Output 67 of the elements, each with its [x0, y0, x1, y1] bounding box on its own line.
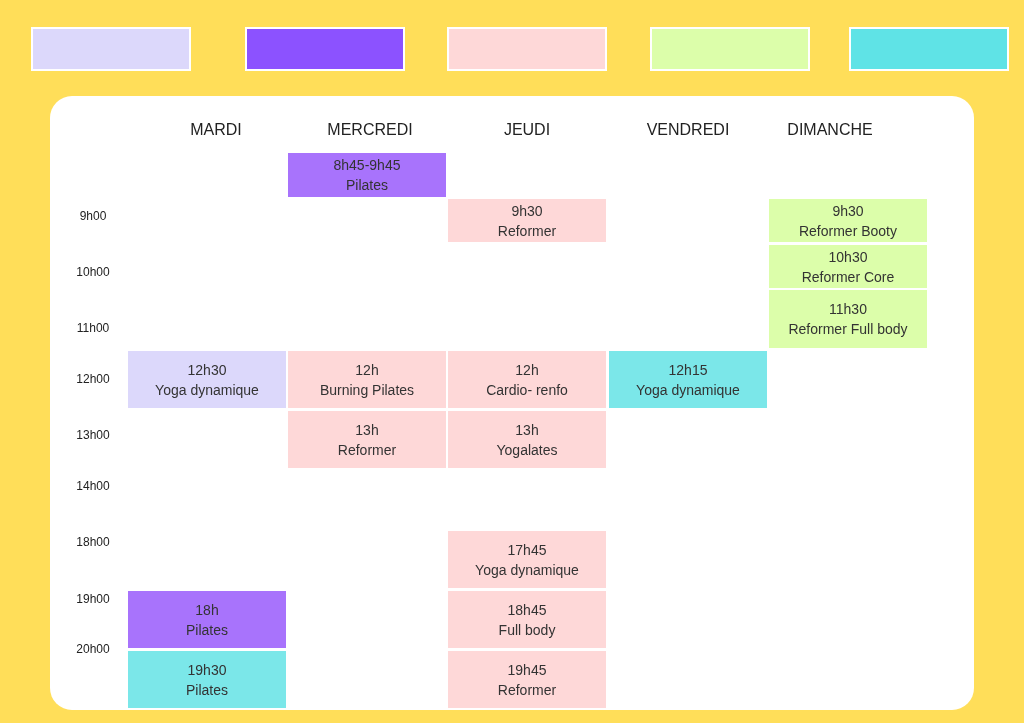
time-label: 13h00 — [76, 428, 110, 442]
class-time: 12h30 — [187, 360, 227, 380]
class-block — [448, 199, 606, 242]
class-name: Yogalates — [496, 440, 558, 460]
class-time: 13h — [355, 420, 379, 440]
class-name: Pilates — [186, 620, 228, 640]
time-label: 9h00 — [79, 209, 107, 223]
class-block — [448, 351, 606, 408]
time-label: 12h00 — [76, 372, 110, 386]
class-block — [288, 351, 446, 408]
class-name: Yoga dynamique — [475, 560, 579, 580]
class-time: 11h30 — [829, 300, 867, 319]
class-name: Yoga dynamique — [155, 380, 259, 400]
studio-swatch — [447, 27, 607, 71]
class-name: Yoga dynamique — [636, 380, 740, 400]
class-name: Reformer Booty — [798, 221, 897, 241]
day-header: JEUDI — [503, 121, 551, 139]
class-name: Reformer Full body — [788, 320, 908, 339]
class-name: Pilates — [186, 680, 228, 700]
class-time: 10h30 — [828, 247, 868, 267]
class-name: Reformer — [337, 440, 397, 460]
day-header: MERCREDI — [327, 121, 413, 139]
class-name: Reformer Core — [801, 267, 895, 287]
class-name: Pilates — [346, 176, 388, 195]
class-block — [769, 199, 927, 242]
time-label: 10h00 — [76, 265, 110, 279]
class-time: 8h45-9h45 — [333, 156, 401, 175]
class-time: 19h30 — [187, 660, 227, 680]
class-time: 19h45 — [507, 660, 547, 680]
class-name: Reformer — [497, 221, 557, 241]
class-block — [448, 411, 606, 468]
studio-swatch — [849, 27, 1009, 71]
class-time: 13h — [515, 420, 539, 440]
class-time: 12h — [355, 360, 379, 380]
class-block — [448, 591, 606, 648]
time-label: 18h00 — [76, 535, 110, 549]
class-block — [128, 591, 286, 648]
time-label: 14h00 — [76, 479, 110, 493]
class-block — [769, 245, 927, 288]
class-block — [288, 153, 446, 197]
studio-swatch — [650, 27, 810, 71]
class-time: 12h15 — [668, 360, 708, 380]
time-label: 20h00 — [76, 642, 110, 656]
class-name: Burning Pilates — [319, 380, 415, 400]
class-time: 17h45 — [507, 540, 547, 560]
class-time: 18h45 — [507, 600, 547, 620]
class-name: Cardio- renfo — [486, 380, 568, 400]
class-block — [128, 651, 286, 708]
class-time: 12h — [515, 360, 539, 380]
class-block — [288, 411, 446, 468]
time-label: 11h00 — [76, 321, 110, 335]
day-header: MARDI — [190, 121, 242, 139]
class-name: Full body — [498, 620, 556, 640]
day-header: VENDREDI — [646, 121, 730, 139]
class-time: 9h30 — [832, 201, 864, 221]
studio-swatch — [31, 27, 191, 71]
class-time: 18h — [195, 600, 219, 620]
day-header: DIMANCHE — [787, 121, 873, 139]
class-block — [769, 290, 927, 348]
class-block — [609, 351, 767, 408]
class-time: 9h30 — [511, 201, 543, 221]
class-block — [128, 351, 286, 408]
class-block — [448, 651, 606, 708]
class-block — [448, 531, 606, 588]
studio-swatch — [245, 27, 405, 71]
class-name: Reformer — [497, 680, 557, 700]
time-label: 19h00 — [76, 592, 110, 606]
